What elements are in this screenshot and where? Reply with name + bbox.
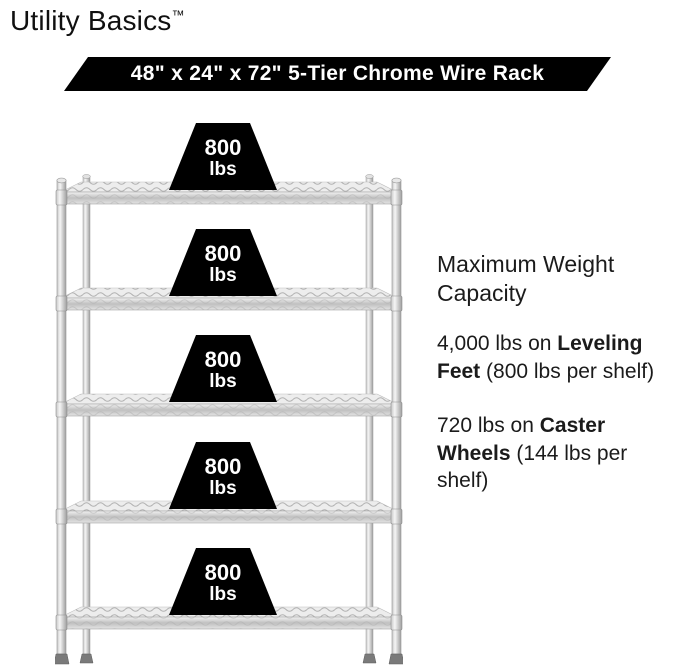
leveling-prefix: 4,000 lbs on [437, 332, 558, 356]
weight-unit: lbs [209, 265, 237, 287]
weight-value: 800 [204, 135, 242, 161]
leveling-feet [55, 653, 403, 665]
info-caster-wheels: 720 lbs on Caster Wheels (144 lbs per sh… [437, 412, 675, 495]
info-leveling-feet: 4,000 lbs on Leveling Feet (800 lbs per … [437, 330, 675, 385]
info-heading: Maximum Weight Capacity [437, 251, 615, 307]
caster-suffix: (144 lbs per shelf) [437, 441, 628, 493]
weight-value: 800 [204, 560, 242, 586]
leveling-bold: Leveling Feet [437, 332, 643, 384]
banner-text-suffix: Wire Rack [433, 62, 545, 85]
banner-text-prefix: 48" x 24" x 72" 5-Tier [130, 62, 353, 85]
banner-text: 48" x 24" x 72" 5-Tier Chrome Wire Rack [131, 62, 544, 86]
weight-value: 800 [204, 454, 242, 480]
weight-unit: lbs [209, 478, 237, 500]
brand-name: Utility Basics [10, 5, 172, 36]
weight-value: 800 [204, 241, 242, 267]
weight-label-trapezoid: 800 lbs [169, 123, 277, 190]
weight-unit: lbs [209, 159, 237, 181]
weight-unit: lbs [209, 371, 237, 393]
title-banner: 48" x 24" x 72" 5-Tier Chrome Wire Rack [64, 57, 611, 91]
brand-logo: Utility Basics™ [10, 5, 185, 37]
caster-bold: Caster Wheels [437, 413, 606, 465]
weight-unit: lbs [209, 584, 237, 606]
trademark-symbol: ™ [171, 7, 185, 23]
caster-prefix: 720 lbs on [437, 413, 540, 437]
shelf-1 [58, 181, 400, 205]
wire-rack-illustration [55, 174, 403, 665]
banner-text-bold: Chrome [352, 62, 434, 85]
info-panel: Maximum Weight Capacity 4,000 lbs on Lev… [437, 250, 675, 521]
weight-value: 800 [204, 347, 242, 373]
leveling-suffix: (800 lbs per shelf) [480, 360, 655, 384]
